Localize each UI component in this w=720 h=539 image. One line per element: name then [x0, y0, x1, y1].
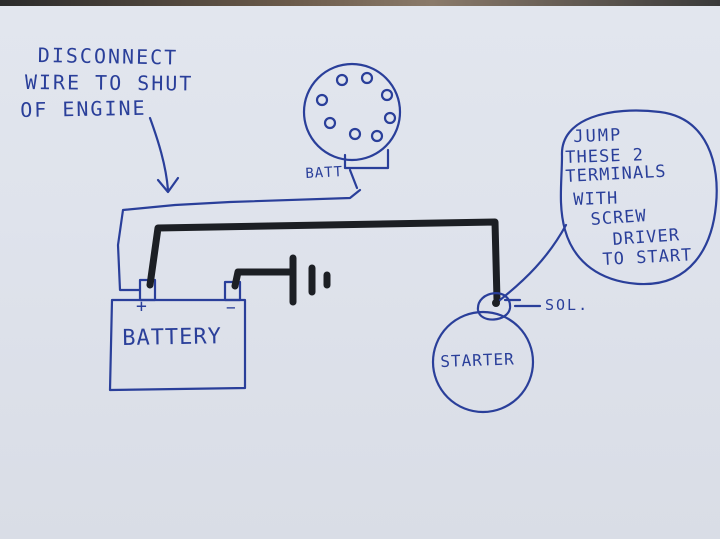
- jump-note-line5: SCREW: [590, 206, 648, 230]
- starter-label: STARTER: [440, 349, 516, 371]
- background-strip: [0, 0, 720, 6]
- disconnect-note-line1: DISCONNECT: [37, 43, 179, 70]
- jump-note-line1: JUMP: [573, 125, 623, 147]
- disconnect-note-line2: WIRE TO SHUT: [24, 70, 194, 96]
- distributor-terminals: [315, 71, 397, 143]
- ignition-wire: [116, 188, 362, 292]
- plus-sign: +: [136, 296, 149, 317]
- battery-label: BATTERY: [122, 324, 223, 351]
- distributor-cap: [302, 62, 402, 162]
- sol-label: SOL.: [545, 296, 590, 314]
- battery-cable: [146, 218, 501, 304]
- solenoid: [476, 292, 512, 321]
- batt-label: BATT: [305, 164, 344, 182]
- disconnect-arrow: [148, 116, 170, 192]
- disconnect-note-line3: OF ENGINE: [20, 95, 147, 122]
- jump-note-line4: WITH: [573, 188, 619, 210]
- batt-post: [348, 168, 359, 190]
- solenoid-terminal: [492, 299, 500, 307]
- note-bubble: [559, 109, 718, 286]
- ground-cable: [231, 268, 294, 290]
- battery-box: [108, 298, 247, 392]
- jump-pointer: [498, 223, 568, 302]
- disconnect-arrowhead: [156, 176, 180, 194]
- starter-motor: [431, 310, 535, 414]
- coil-base: [343, 148, 390, 170]
- minus-sign: −: [226, 298, 238, 317]
